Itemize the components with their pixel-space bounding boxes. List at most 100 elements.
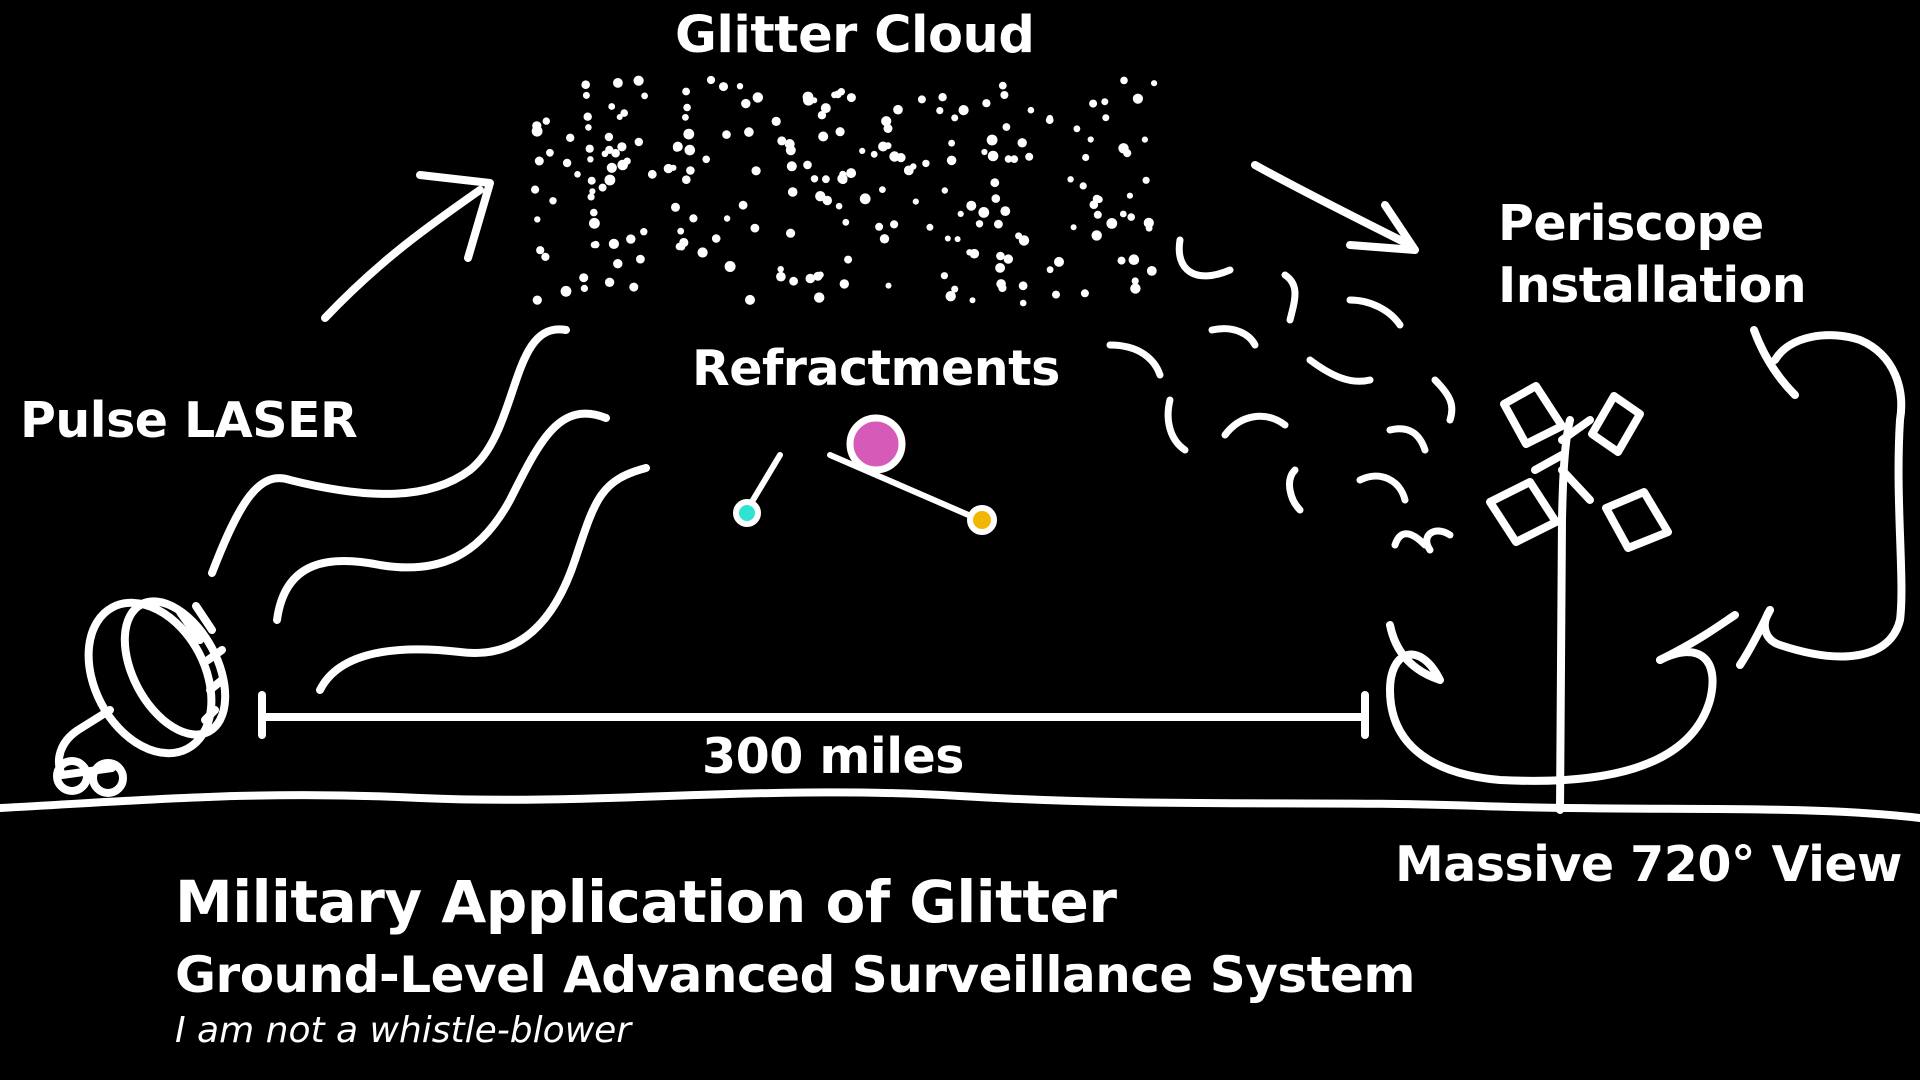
glitter-cloud-label: Glitter Cloud — [675, 6, 1035, 65]
glitter-particle-icon — [719, 82, 728, 92]
glitter-particle-icon — [536, 246, 545, 255]
glitter-particle-icon — [846, 168, 857, 179]
glitter-particle-icon — [587, 156, 594, 163]
glitter-particle-icon — [589, 217, 600, 229]
glitter-particle-icon — [1018, 235, 1030, 246]
glitter-particle-icon — [1080, 289, 1089, 298]
glitter-particle-icon — [626, 234, 636, 244]
glitter-particle-icon — [1070, 224, 1077, 231]
glitter-particle-icon — [585, 144, 594, 153]
glitter-particle-icon — [996, 279, 1006, 289]
glitter-particle-icon — [890, 220, 899, 229]
glitter-particle-icon — [1019, 299, 1027, 307]
glitter-particle-icon — [802, 91, 814, 103]
glitter-particle-icon — [1067, 176, 1074, 183]
glitter-particle-icon — [777, 266, 784, 273]
glitter-particle-icon — [1106, 218, 1118, 229]
distance-scale — [258, 691, 1369, 739]
glitter-particle-icon — [1142, 176, 1150, 184]
glitter-particle-icon — [677, 227, 685, 235]
distance-label: 300 miles — [702, 728, 964, 785]
glitter-particle-icon — [991, 194, 1001, 203]
caption-note: I am not a whistle-blower — [175, 1010, 632, 1051]
glitter-particle-icon — [671, 202, 680, 212]
glitter-particle-icon — [541, 252, 550, 261]
glitter-particle-icon — [745, 294, 755, 305]
glitter-particle-icon — [686, 166, 695, 175]
glitter-particle-icon — [606, 162, 617, 173]
glitter-particle-icon — [532, 295, 542, 305]
glitter-particle-icon — [751, 166, 761, 176]
glitter-particle-icon — [722, 130, 731, 139]
glitter-particle-icon — [617, 142, 627, 152]
glitter-cloud — [531, 75, 1158, 307]
glitter-particle-icon — [941, 187, 948, 194]
glitter-particle-icon — [818, 131, 829, 142]
glitter-particle-icon — [990, 178, 1000, 188]
glitter-particle-icon — [1052, 290, 1060, 299]
glitter-particle-icon — [954, 236, 961, 243]
glitter-particle-icon — [689, 214, 698, 223]
refractments-label: Refractments — [692, 340, 1060, 397]
laser-emitter-icon — [53, 597, 230, 797]
glitter-particle-icon — [1010, 155, 1019, 164]
glitter-particle-icon — [1127, 213, 1135, 221]
glitter-particle-icon — [723, 215, 731, 222]
glitter-particle-icon — [724, 261, 736, 272]
glitter-particle-icon — [636, 254, 645, 264]
glitter-particle-icon — [975, 220, 984, 228]
glitter-particle-icon — [987, 150, 999, 162]
glitter-particle-icon — [608, 238, 620, 249]
glitter-particle-icon — [786, 228, 796, 238]
glitter-particle-icon — [613, 259, 623, 269]
glitter-particle-icon — [546, 148, 554, 157]
glitter-particle-icon — [1054, 256, 1064, 267]
glitter-particle-icon — [940, 272, 949, 280]
glitter-particle-icon — [1091, 230, 1102, 241]
glitter-particle-icon — [679, 237, 689, 248]
glitter-particle-icon — [839, 279, 849, 289]
glitter-particle-icon — [912, 198, 919, 205]
glitter-particle-icon — [549, 197, 557, 205]
glitter-particle-icon — [859, 193, 871, 205]
glitter-particle-icon — [922, 159, 930, 168]
glitter-particle-icon — [633, 75, 644, 86]
glitter-particle-icon — [589, 188, 596, 195]
glitter-particle-icon — [580, 284, 589, 292]
glitter-particle-icon — [969, 248, 980, 259]
glitter-particle-icon — [944, 235, 951, 242]
glitter-particle-icon — [1132, 93, 1143, 104]
glitter-particle-icon — [608, 103, 616, 110]
periscope-icon — [1386, 326, 1906, 814]
glitter-particle-icon — [885, 282, 892, 289]
glitter-particle-icon — [583, 112, 592, 121]
glitter-particle-icon — [574, 171, 581, 178]
glitter-particle-icon — [1151, 80, 1158, 87]
glitter-particle-icon — [1117, 256, 1126, 265]
glitter-particle-icon — [752, 92, 763, 103]
laser-waves — [208, 325, 650, 694]
glitter-particle-icon — [777, 136, 787, 146]
glitter-particle-icon — [1146, 266, 1157, 276]
glitter-particle-icon — [682, 175, 691, 184]
glitter-particle-icon — [958, 105, 969, 116]
glitter-particle-icon — [1095, 195, 1103, 204]
glitter-particle-icon — [604, 277, 615, 287]
glitter-particle-icon — [1045, 116, 1054, 124]
glitter-particle-icon — [981, 148, 988, 156]
glitter-particle-icon — [697, 247, 708, 258]
periscope-label-line1: Periscope — [1498, 195, 1764, 252]
glitter-particle-icon — [1145, 224, 1153, 232]
glitter-particle-icon — [706, 75, 716, 85]
glitter-particle-icon — [917, 95, 926, 104]
glitter-particle-icon — [805, 273, 816, 284]
glitter-particle-icon — [817, 271, 824, 279]
glitter-particle-icon — [1027, 106, 1035, 114]
glitter-particle-icon — [590, 208, 598, 217]
periscope-label: Periscope Installation — [1498, 193, 1807, 317]
glitter-particle-icon — [683, 128, 695, 140]
glitter-particle-icon — [810, 175, 819, 183]
glitter-particle-icon — [741, 98, 751, 109]
glitter-particle-icon — [994, 219, 1003, 229]
glitter-particle-icon — [1087, 136, 1094, 143]
